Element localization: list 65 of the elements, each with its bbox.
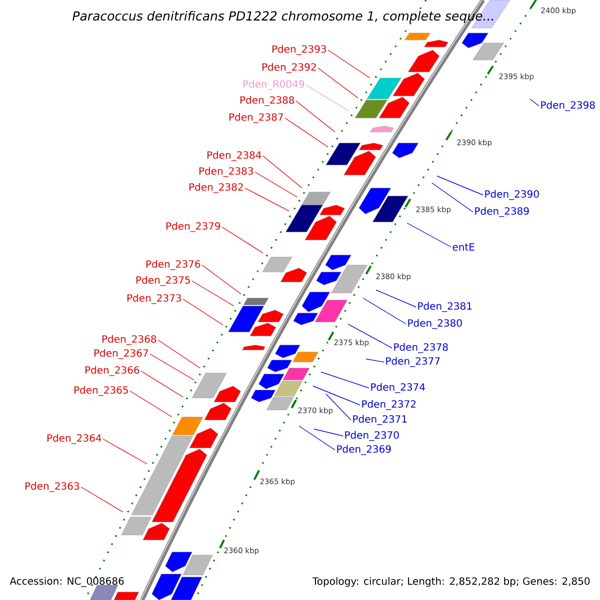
gene-label: Pden_2389 xyxy=(475,207,529,217)
gene-label: Pden_2387 xyxy=(229,113,283,123)
leader-line xyxy=(130,390,172,418)
leader-line xyxy=(328,50,370,78)
gene-label: Pden_2376 xyxy=(146,260,200,270)
leader-line xyxy=(436,176,484,196)
leader-line xyxy=(192,280,234,306)
leader-line xyxy=(312,386,360,406)
gene-label: Pden_2369 xyxy=(337,445,391,455)
leader-line xyxy=(158,340,200,368)
gene-label: Pden_2370 xyxy=(345,431,399,441)
gene-label: Pden_2371 xyxy=(353,415,407,425)
gene-label: Pden_2381 xyxy=(418,302,472,312)
topology-text: Topology: circular; Length: 2,852,282 bp; Genes: 2,850 xyxy=(312,577,590,587)
leader-line xyxy=(150,354,194,380)
leader-line xyxy=(376,290,416,308)
leader-line xyxy=(80,486,124,512)
gene-label: Pden_2367 xyxy=(94,349,148,359)
leader-line xyxy=(348,324,392,348)
accession-text: Accession: NC_008686 xyxy=(10,577,124,587)
leader-line xyxy=(202,264,242,294)
leader-line xyxy=(102,438,148,464)
gene-label: Pden_R0049 xyxy=(244,80,304,90)
leader-line xyxy=(366,358,384,362)
leader-line xyxy=(406,222,452,248)
leader-line xyxy=(182,298,224,326)
gene-label: Pden_2363 xyxy=(25,482,79,492)
gene-label: Pden_2365 xyxy=(74,386,128,396)
leader-line xyxy=(326,394,352,420)
leader-line xyxy=(298,426,336,450)
leader-line xyxy=(284,118,328,148)
gene-label: Pden_2378 xyxy=(394,343,448,353)
gene-label: Pden_2368 xyxy=(102,335,156,345)
leader-line xyxy=(244,188,290,212)
gene-label: Pden_2393 xyxy=(272,45,326,55)
leader-line xyxy=(320,372,370,388)
gene-label: Pden_2377 xyxy=(386,357,440,367)
leader-line xyxy=(318,68,358,98)
leader-line xyxy=(222,226,264,254)
gene-label: Pden_2384 xyxy=(207,151,262,161)
leader-line xyxy=(432,182,474,212)
leader-line xyxy=(262,156,302,188)
gene-label: Pden_2382 xyxy=(189,183,243,193)
gene-label: Pden_2374 xyxy=(371,383,425,393)
gene-label: Pden_2379 xyxy=(166,222,220,232)
gene-label: Pden_2390 xyxy=(485,190,539,200)
leader-line xyxy=(306,84,350,112)
gene-label: Pden_2373 xyxy=(127,294,181,304)
gene-label: Pden_2372 xyxy=(362,400,416,410)
leader-line xyxy=(362,298,406,324)
leader-line xyxy=(254,172,298,198)
leader-line xyxy=(530,98,540,106)
title: Paracoccus denitrificans PD1222 chromosome 1, complete seque... xyxy=(72,10,494,24)
gene-label: entE xyxy=(452,243,474,251)
gene-label: Pden_2366 xyxy=(85,366,140,376)
gene-label: Pden_2375 xyxy=(136,276,190,286)
gene-label: Pden_2388 xyxy=(240,96,294,106)
gene-label: Pden_2380 xyxy=(408,319,462,329)
leader-line xyxy=(296,100,336,132)
gene-label: Pden_2383 xyxy=(199,167,253,177)
leader-line xyxy=(314,428,344,436)
gene-label: Pden_2364 xyxy=(47,434,102,444)
leader-line xyxy=(140,370,184,398)
gene-label: Pden_2392 xyxy=(262,63,316,73)
gene-label: Pden_2398 xyxy=(541,101,595,111)
